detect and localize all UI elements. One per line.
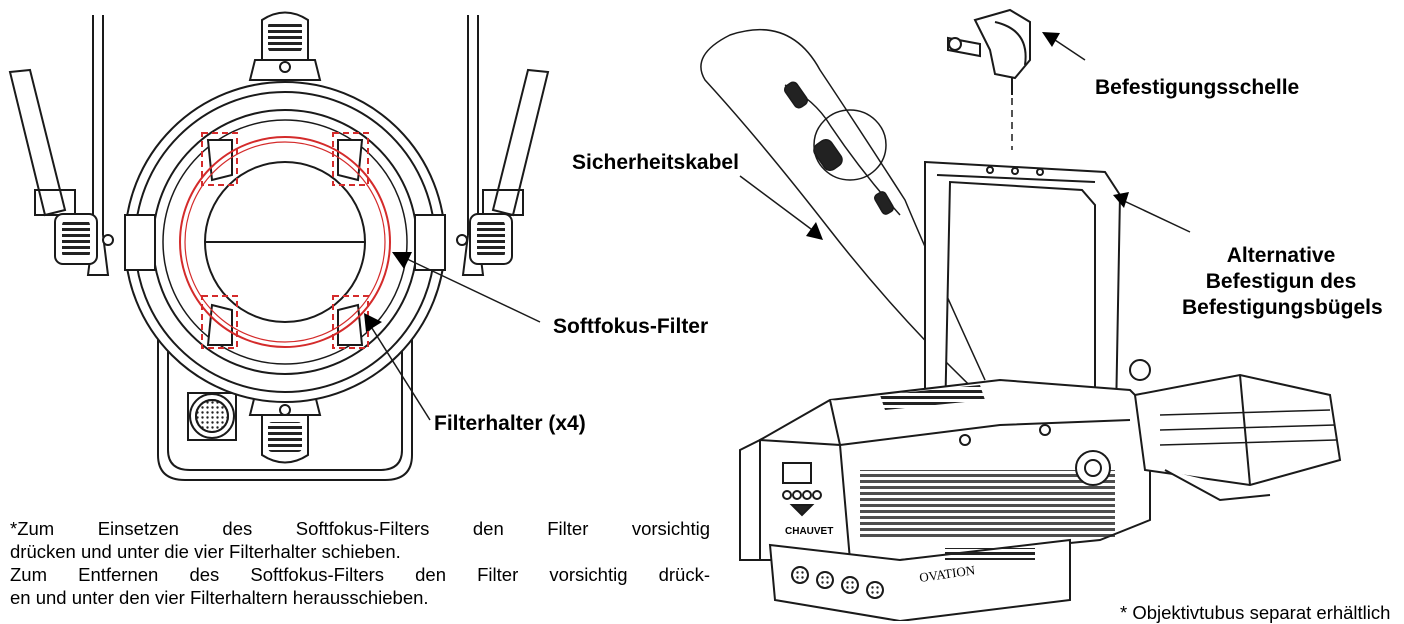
softfocus-filter-ring xyxy=(179,136,391,348)
label-sicherheitskabel: Sicherheitskabel xyxy=(572,151,739,174)
label-alternative-line3: Befestigungsbügels xyxy=(1182,296,1383,319)
side-view xyxy=(700,8,1342,621)
label-befestigungsschelle: Befestigungsschelle xyxy=(1095,76,1300,99)
top-handle xyxy=(248,11,322,81)
yoke-arms-front xyxy=(86,15,485,276)
side-handles xyxy=(8,68,550,217)
note-remove-line2: en und unter den vier Filterhaltern hera… xyxy=(10,587,429,608)
label-filterhalter: Filterhalter (x4) xyxy=(434,412,586,435)
filterhalter-leader xyxy=(364,313,431,421)
device-brand: CHAUVET xyxy=(785,526,833,537)
alternative-leader xyxy=(1113,192,1191,233)
lens-tube xyxy=(1129,359,1342,502)
softfokus-leader xyxy=(392,252,541,323)
fixture-body xyxy=(759,378,1151,561)
lens-tube-note: * Objektivtubus separat erhältlich xyxy=(1120,602,1391,623)
note-insert-line1: *Zum Einsetzen des Softfokus-Filters den… xyxy=(10,518,710,539)
connector-box xyxy=(768,538,1071,621)
label-alternative-line1: Alternative xyxy=(1226,244,1336,267)
control-panel xyxy=(739,438,822,561)
note-remove-line1: Zum Entfernen des Softfokus-Filters den … xyxy=(10,564,710,585)
sicherheitskabel-leader xyxy=(739,175,823,240)
safety-cable xyxy=(700,28,986,401)
side-knobs xyxy=(54,213,513,265)
front-view xyxy=(8,11,550,481)
power-connector xyxy=(187,392,237,441)
note-insert-line2: drücken und unter die vier Filterhalter … xyxy=(10,541,401,562)
label-softfokus-filter: Softfokus-Filter xyxy=(553,315,709,338)
instructions-note: *Zum Einsetzen des Softfokus-Filters den… xyxy=(10,517,710,609)
yoke-knob xyxy=(1075,450,1111,486)
befestigungsschelle-leader xyxy=(1042,32,1086,61)
bottom-handle xyxy=(248,394,322,464)
mounting-clamp xyxy=(947,8,1031,95)
label-alternative-line2: Befestigun des xyxy=(1205,270,1357,293)
lens-opening xyxy=(204,161,366,323)
